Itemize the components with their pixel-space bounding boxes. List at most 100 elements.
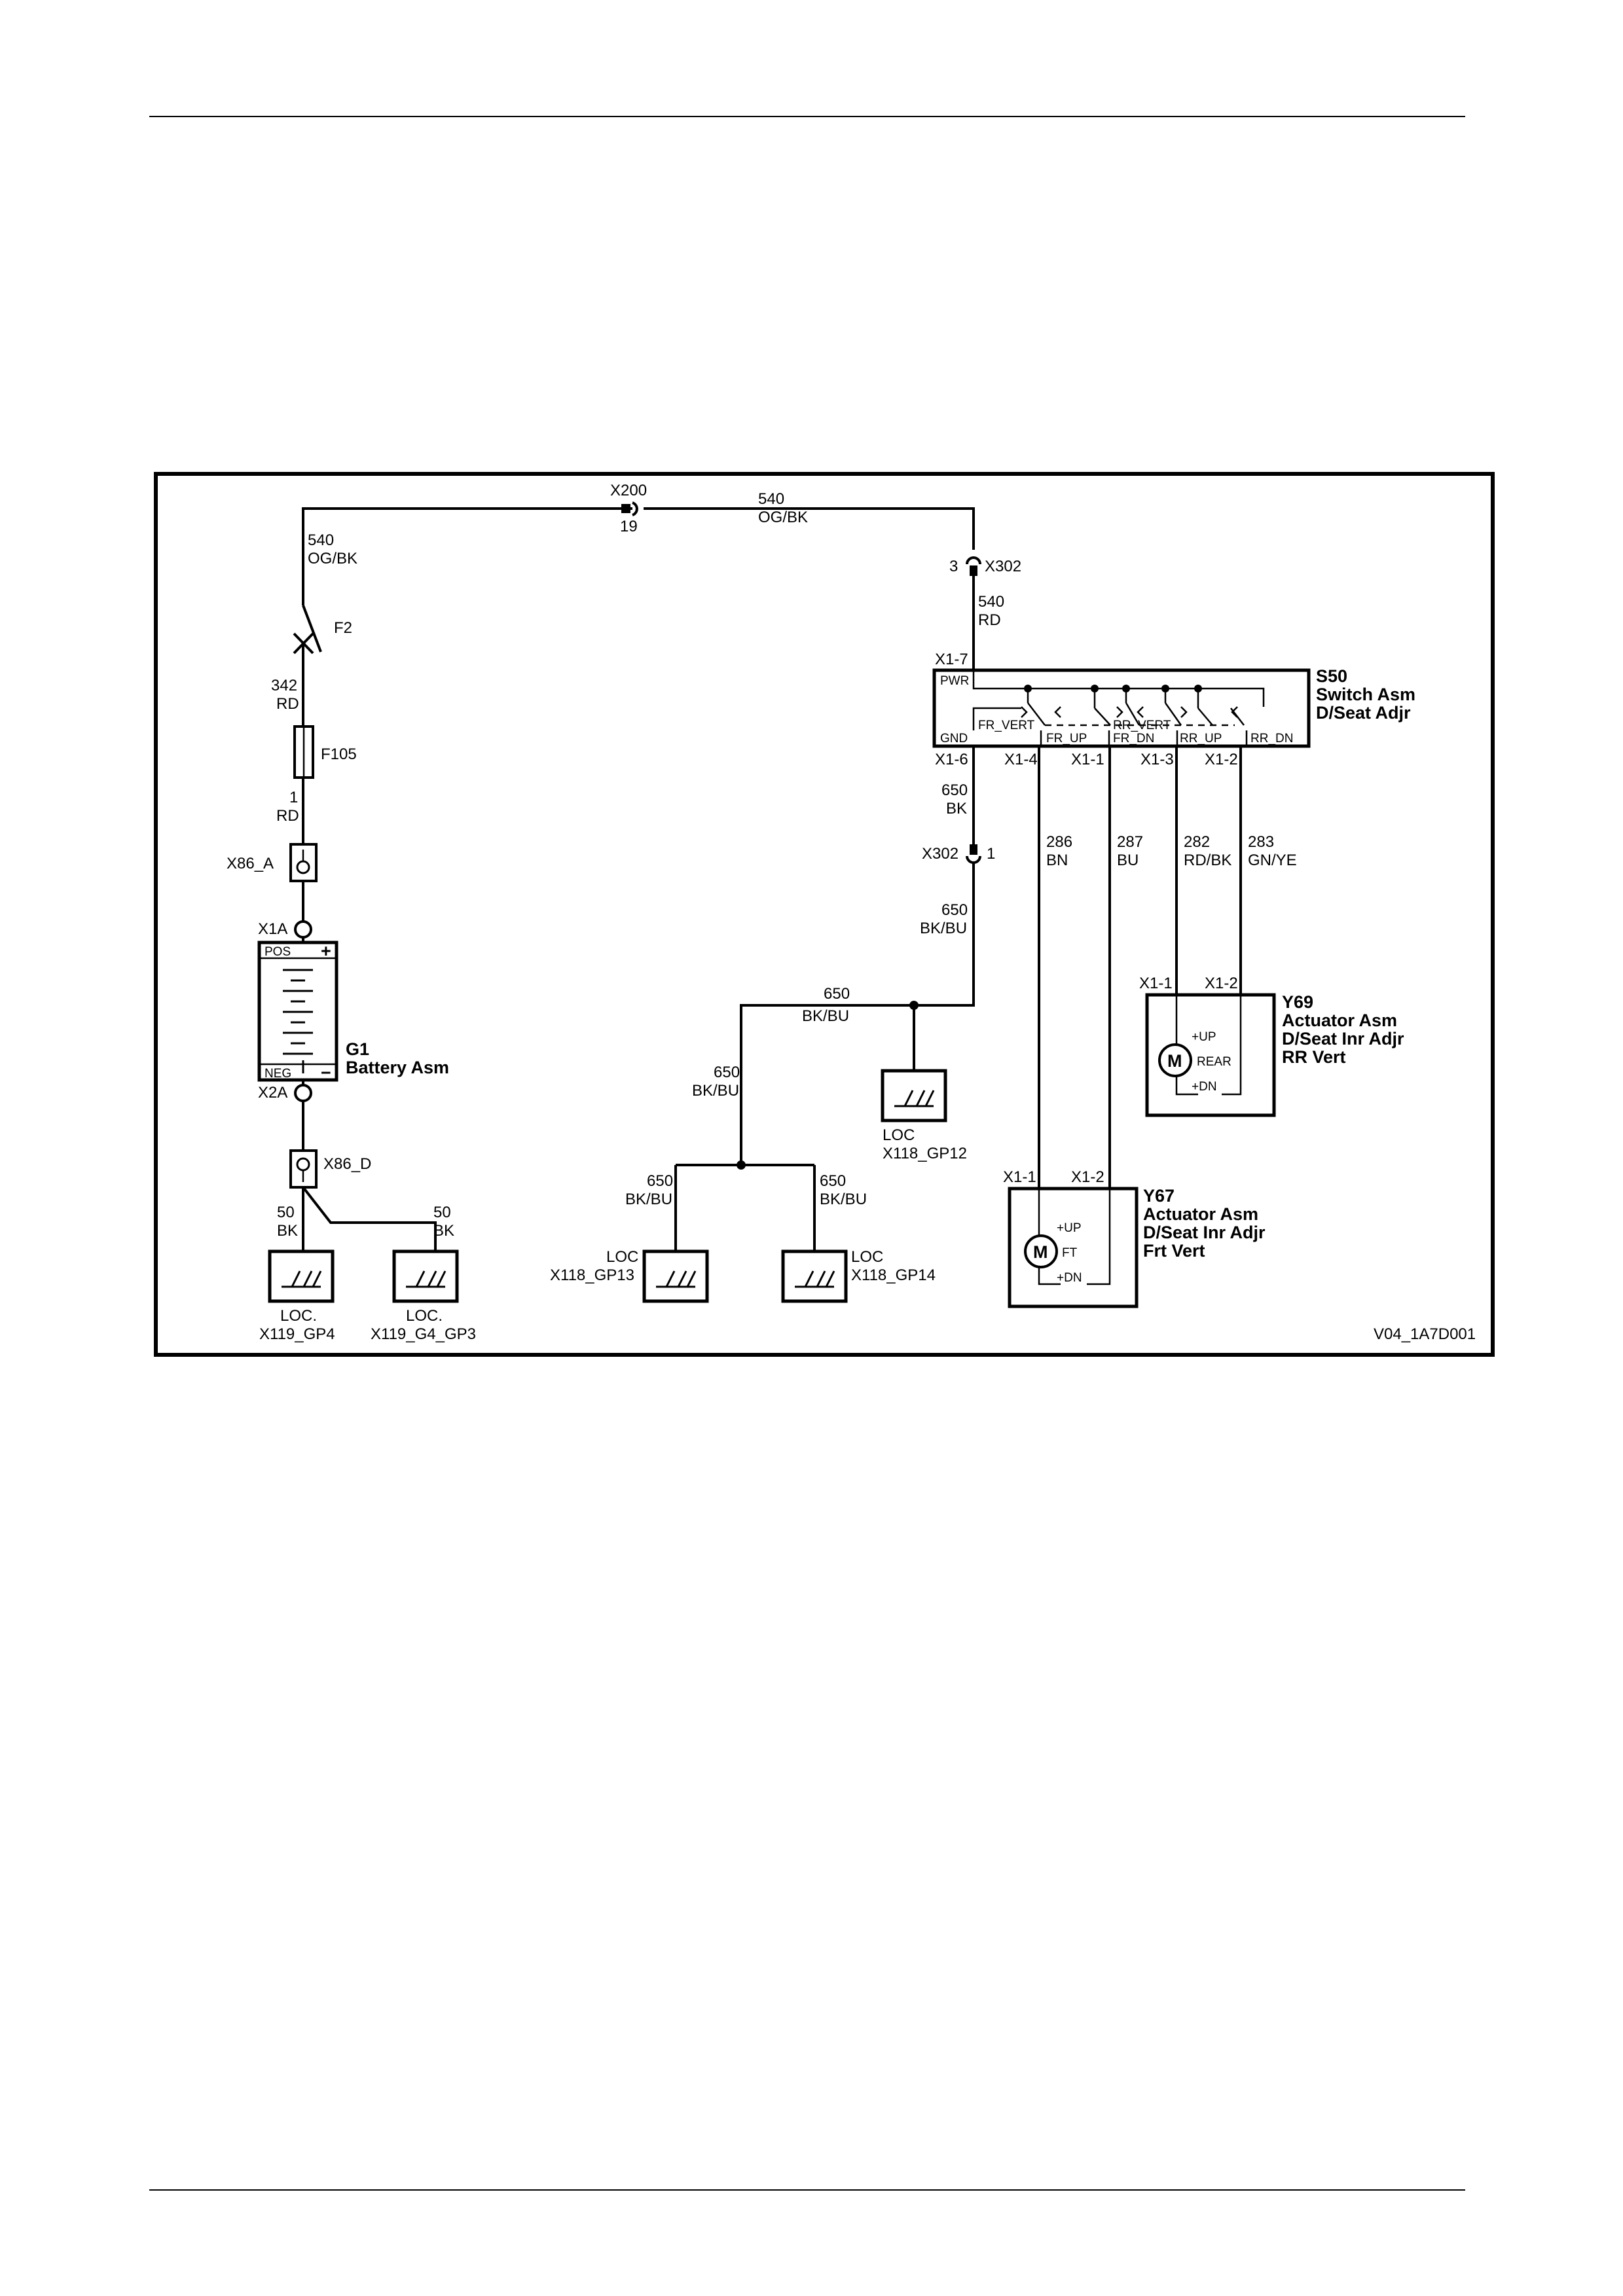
wire-286-color: BN (1046, 852, 1068, 869)
battery-plus-icon: + (321, 941, 331, 961)
wire-342-color: RD (276, 695, 299, 713)
y67-name-2: D/Seat Inr Adjr (1143, 1223, 1266, 1242)
footer-rule (149, 2189, 1465, 2191)
ground-x118-gp14-icon (781, 1249, 848, 1303)
junction-bus-2 (737, 1160, 746, 1170)
x302-top-label: X302 (985, 558, 1021, 575)
ground-x119-g4-gp3-loc: LOC. (406, 1307, 443, 1325)
switch-arrow-icons (1021, 706, 1238, 718)
switch-pin-2: X1-4 (1004, 751, 1038, 768)
ground-x118-gp13-loc: LOC (606, 1248, 638, 1266)
wire-1-circuit: 1 (289, 789, 298, 806)
y69-name-2: D/Seat Inr Adjr (1282, 1029, 1404, 1049)
wire-50-bk (302, 1186, 437, 1251)
wire-540-top-color: OG/BK (758, 509, 808, 526)
ground-bus-1-circuit: 650 (824, 985, 850, 1003)
x86d-label: X86_D (323, 1155, 371, 1173)
f105-label: F105 (321, 745, 357, 763)
ground-bus-4-circuit: 650 (820, 1172, 846, 1190)
ground-x119-gp4-loc: LOC. (280, 1307, 317, 1325)
wire-540-rd-color: RD (978, 611, 1001, 629)
y69-title: Y69 (1282, 992, 1313, 1012)
switch-arrow-5 (1180, 706, 1188, 718)
wires-to-actuators (1038, 746, 1242, 1189)
ground-bus-4-color: BK/BU (820, 1191, 867, 1208)
wire-287-color: BU (1117, 852, 1139, 869)
ground-x119-g4-gp3-symbol (406, 1270, 447, 1288)
ground-x118-gp13-id: X118_GP13 (550, 1266, 634, 1284)
y67-pos-label: FT (1062, 1246, 1078, 1260)
wire-286-circuit: 286 (1046, 833, 1072, 851)
wire-650-bk-circuit: 650 (941, 781, 968, 799)
switch-pwr-bus (972, 670, 1265, 707)
y69-up-label: +UP (1192, 1030, 1216, 1044)
y67-pin-b: X1-2 (1071, 1168, 1104, 1186)
switch-fr-up: FR_UP (1046, 732, 1087, 745)
ground-2-color: BK (433, 1222, 454, 1240)
switch-gnd-label: GND (940, 732, 968, 745)
y67-up-label: +UP (1057, 1221, 1082, 1235)
battery-cells-icon (283, 969, 313, 1073)
ground-bus-3-color: BK/BU (625, 1191, 672, 1208)
ground-x118-gp14-id: X118_GP14 (851, 1266, 936, 1284)
ground-x119-g4-gp3-id: X119_G4_GP3 (371, 1325, 476, 1343)
switch-arrow-1 (1021, 706, 1028, 718)
switch-fr-vert: FR_VERT (978, 719, 1035, 732)
switch-pin-4: X1-3 (1140, 751, 1174, 768)
wire-650-bkbu-x302-circuit: 650 (941, 901, 968, 919)
wire-540-left-color: OG/BK (308, 550, 357, 567)
f2-fuse-icon (293, 605, 322, 726)
ground-x119-gp4-id: X119_GP4 (259, 1325, 335, 1343)
y69-dn-label: +DN (1192, 1080, 1217, 1094)
battery-name: Battery Asm (346, 1058, 449, 1077)
ground-bus-3-circuit: 650 (647, 1172, 673, 1190)
x200-label: X200 (610, 482, 647, 499)
switch-pin-5: X1-2 (1205, 751, 1238, 768)
wire-540-rd-circuit: 540 (978, 593, 1004, 611)
x86a-label: X86_A (227, 855, 274, 872)
wire-540-top (302, 507, 975, 605)
ground-x119-gp4-symbol (282, 1270, 322, 1288)
ground-x118-gp13-symbol (656, 1270, 697, 1288)
switch-pin-1: X1-6 (935, 751, 968, 768)
x302-top-pin-icon (970, 565, 977, 576)
y67-dn-label: +DN (1057, 1271, 1082, 1285)
figure-id: V04_1A7D001 (1374, 1325, 1476, 1343)
y69-pin-b: X1-2 (1205, 975, 1238, 992)
x302-bottom-socket-icon (966, 855, 981, 864)
wire-540-left-circuit: 540 (308, 531, 334, 549)
ground-x119-g4-gp3-icon (392, 1249, 459, 1303)
y67-motor-icon (1024, 1234, 1058, 1268)
wire-282-color: RD/BK (1184, 852, 1231, 869)
switch-arrow-6 (1231, 706, 1238, 718)
wire-650-bk-color: BK (946, 800, 967, 817)
y67-name-1: Actuator Asm (1143, 1204, 1258, 1224)
ground-x118-gp13-icon (642, 1249, 709, 1303)
switch-name-2: D/Seat Adjr (1316, 703, 1411, 723)
switch-rr-vert: RR_VERT (1113, 719, 1171, 732)
y69-motor-icon (1158, 1043, 1192, 1077)
switch-pwr-label: PWR (940, 674, 969, 688)
wire-287-circuit: 287 (1117, 833, 1143, 851)
switch-fr-dn: FR_DN (1113, 732, 1154, 745)
x302-top-socket-icon (966, 556, 981, 565)
diagram-frame (154, 472, 1495, 1357)
ground-x118-gp14-box (781, 1249, 848, 1303)
ground-1-circuit: 50 (277, 1204, 295, 1221)
ground-x118-gp13-box (642, 1249, 709, 1303)
y69-body (1145, 993, 1276, 1117)
wire-650-bkbu-x302-color: BK/BU (920, 920, 967, 937)
switch-arrow-4 (1137, 706, 1144, 718)
ground-x118-gp12-box (881, 1069, 947, 1122)
y69-name-1: Actuator Asm (1282, 1011, 1397, 1030)
x302-top-pin: 3 (949, 558, 958, 575)
wire-540-top-circuit: 540 (758, 490, 784, 508)
x1a-label: X1A (258, 920, 287, 938)
header-rule (149, 116, 1465, 117)
ground-x119-g4-gp3-box (392, 1249, 459, 1303)
x302-bottom-label: X302 (922, 845, 958, 863)
wire-342-circuit: 342 (271, 677, 297, 694)
x2a-terminal-icon (294, 1084, 312, 1102)
ground-bus-2-color: BK/BU (692, 1082, 739, 1100)
